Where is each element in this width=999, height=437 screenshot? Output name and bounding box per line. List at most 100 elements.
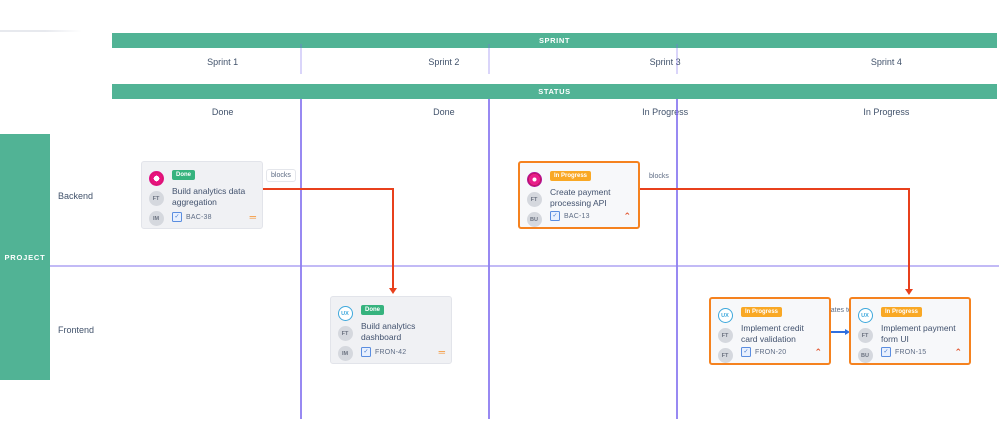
column-divider-1 [300, 99, 302, 419]
project-band[interactable]: PROJECT [0, 134, 50, 380]
card-bac-13-avatars: FT BU [520, 163, 548, 227]
card-fron-42[interactable]: UX FT IM Done Build analytics dashboard … [330, 296, 452, 364]
priority-medium-icon: ═ [249, 211, 256, 222]
link-label-blocks-1[interactable]: blocks [266, 169, 296, 182]
avatar[interactable]: IM [337, 346, 353, 361]
status-column-4[interactable]: In Progress [776, 100, 997, 124]
status-column-2[interactable]: Done [333, 100, 554, 124]
avatar[interactable]: FT [526, 192, 542, 207]
status-column-2-label: Done [433, 107, 455, 117]
sprint-column-4[interactable]: Sprint 4 [776, 50, 997, 74]
link-relates-line [829, 331, 846, 333]
project-band-label: PROJECT [4, 252, 46, 262]
issue-key[interactable]: FRON-20 [755, 348, 787, 356]
card-title: Implement payment form UI [881, 322, 956, 345]
sprint-column-2-label: Sprint 2 [428, 57, 460, 67]
sprint-column-3-label: Sprint 3 [649, 57, 681, 67]
swimlane-divider [50, 265, 999, 267]
issue-key[interactable]: FRON-42 [375, 348, 407, 356]
task-checkbox-icon: ✓ [550, 211, 560, 221]
card-fron-42-avatars: UX FT IM [331, 297, 359, 363]
status-column-4-label: In Progress [863, 107, 910, 117]
avatar[interactable]: UX [717, 308, 733, 323]
card-footer: ✓ FRON-15 ⌃ [881, 347, 962, 357]
status-badge: Done [361, 305, 384, 315]
link-blocks-2-arrowhead [905, 289, 913, 295]
status-header-row: Done Done In Progress In Progress [112, 100, 997, 124]
status-band-label: STATUS [538, 87, 571, 96]
sprint-header-row: Sprint 1 Sprint 2 Sprint 3 Sprint 4 [112, 50, 997, 74]
sprint-column-2[interactable]: Sprint 2 [333, 50, 554, 74]
top-left-divider [0, 30, 82, 32]
avatar[interactable]: BU [857, 348, 873, 363]
avatar[interactable]: IM [148, 211, 164, 226]
card-fron-20-body: In Progress Implement credit card valida… [739, 299, 829, 363]
link-relates-arrowhead [845, 328, 850, 335]
card-bac-38-body: Done Build analytics data aggregation ✓ … [170, 162, 262, 228]
card-bac-38[interactable]: FT IM Done Build analytics data aggregat… [141, 161, 263, 229]
card-title: Implement credit card validation [741, 322, 804, 345]
card-fron-20[interactable]: UX FT FT In Progress Implement credit ca… [709, 297, 831, 365]
avatar[interactable]: UX [337, 306, 353, 321]
card-fron-15-body: In Progress Implement payment form UI ✓ … [879, 299, 969, 363]
status-band: STATUS [112, 84, 997, 99]
status-badge: In Progress [741, 307, 783, 317]
sprint-band: SPRINT [112, 33, 997, 48]
link-blocks-1-horizontal [262, 188, 394, 190]
link-blocks-2-vertical [908, 188, 910, 293]
card-fron-15-avatars: UX FT BU [851, 299, 879, 363]
priority-high-icon: ⌃ [623, 210, 631, 221]
avatar[interactable]: FT [717, 348, 733, 363]
avatar[interactable]: FT [857, 328, 873, 343]
card-bac-13-body: In Progress Create payment processing AP… [548, 163, 638, 227]
card-footer: ✓ FRON-20 ⌃ [741, 347, 822, 357]
card-footer: ✓ BAC-13 ⌃ [550, 211, 631, 221]
avatar[interactable]: FT [148, 191, 164, 206]
avatar[interactable]: FT [337, 326, 353, 341]
card-title: Build analytics data aggregation [172, 185, 246, 208]
status-column-1-label: Done [211, 107, 234, 117]
avatar[interactable]: FT [717, 328, 733, 343]
issue-key[interactable]: BAC-38 [186, 213, 212, 221]
link-blocks-1-arrowhead [389, 288, 397, 294]
task-checkbox-icon: ✓ [741, 347, 751, 357]
avatar-icon[interactable] [148, 171, 164, 186]
task-checkbox-icon: ✓ [881, 347, 891, 357]
status-badge: In Progress [550, 171, 592, 181]
issue-key[interactable]: FRON-15 [895, 348, 927, 356]
card-bac-38-avatars: FT IM [142, 162, 170, 228]
status-badge: In Progress [881, 307, 923, 317]
priority-medium-icon: ═ [438, 346, 445, 357]
link-label-relates[interactable]: relates to [823, 307, 852, 314]
task-checkbox-icon: ✓ [361, 347, 371, 357]
status-column-3-label: In Progress [642, 107, 689, 117]
link-blocks-2-horizontal [640, 188, 910, 190]
card-fron-15[interactable]: UX FT BU In Progress Implement payment f… [849, 297, 971, 365]
avatar[interactable]: BU [526, 212, 542, 227]
swimlane-label-backend: Backend [58, 191, 94, 201]
link-blocks-1-vertical [392, 188, 394, 292]
swimlane-label-frontend: Frontend [58, 325, 95, 335]
status-column-1[interactable]: Done [112, 100, 333, 124]
card-bac-13[interactable]: FT BU In Progress Create payment process… [518, 161, 640, 229]
priority-high-icon: ⌃ [814, 346, 822, 357]
avatar[interactable]: UX [857, 308, 873, 323]
sprint-column-3[interactable]: Sprint 3 [555, 50, 776, 74]
sprint-column-1[interactable]: Sprint 1 [112, 50, 333, 74]
column-divider-3 [676, 99, 678, 419]
card-title: Create payment processing API [550, 186, 611, 209]
link-label-blocks-2[interactable]: blocks [649, 173, 669, 180]
column-divider-2-top [488, 44, 490, 74]
card-footer: ✓ FRON-42 ═ [361, 346, 445, 357]
status-column-3[interactable]: In Progress [555, 100, 776, 124]
card-title: Build analytics dashboard [361, 320, 416, 343]
issue-key[interactable]: BAC-13 [564, 212, 590, 220]
column-divider-2 [488, 99, 490, 419]
status-badge: Done [172, 170, 195, 180]
avatar-icon[interactable] [526, 172, 542, 187]
card-footer: ✓ BAC-38 ═ [172, 211, 256, 222]
card-fron-20-avatars: UX FT FT [711, 299, 739, 363]
column-divider-1-top [300, 44, 302, 74]
sprint-column-4-label: Sprint 4 [870, 57, 902, 67]
